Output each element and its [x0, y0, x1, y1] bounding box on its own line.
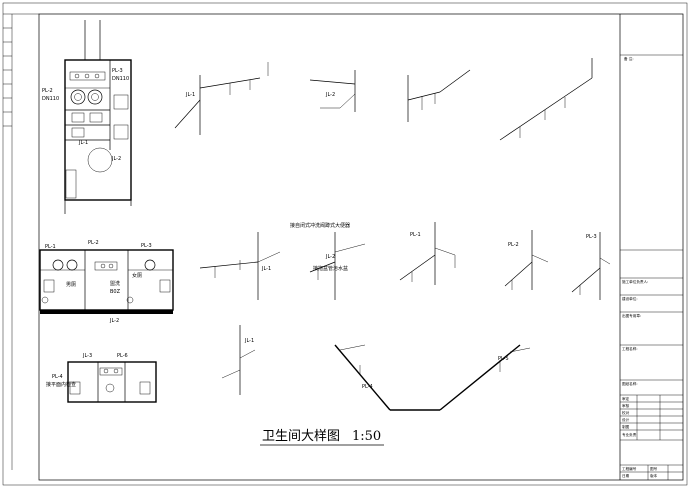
tb-drawing-name: 图纸名称: [622, 381, 638, 386]
drawing-title-text: 卫生间大样图 [262, 429, 340, 444]
iso1-jl2-label: JL-2 [325, 92, 335, 98]
tb-owner: 建设单位: [622, 296, 638, 301]
drawing-title: 卫生间大样图 1:50 [260, 429, 384, 446]
iso3-jl1-label: JL-1 [244, 338, 254, 344]
plan-b-room-women: 女厕 [132, 272, 142, 279]
plan-a-jl2-label: JL-2 [111, 156, 121, 162]
plan-c-pl4-label: PL-4 [52, 374, 63, 380]
isometric-row-3: JL-1 PL-4 PL-5 [221, 325, 531, 411]
iso2-jl1-label: JL-1 [261, 266, 271, 272]
plan-c-jl3-label: JL-3 [82, 353, 92, 359]
drawing-scale: 1:50 [352, 429, 381, 444]
plan-b-floor-drain: B0Z [110, 289, 121, 295]
tb-footer-rev: 版本 [650, 473, 658, 478]
iso2-note-toilet: 接自闭式冲洗阀蹲式大便器 [290, 222, 350, 229]
iso2-pl3-label: PL-3 [586, 234, 597, 240]
iso2-note-mop: 接拖盆管污水盆 [313, 265, 348, 272]
iso2-pl2-label: PL-2 [508, 242, 519, 248]
tb-contractor: 施工单位负责人: [622, 279, 648, 284]
plan-b-pl3-label: PL-3 [141, 243, 152, 249]
iso2-pl1-label: PL-1 [410, 232, 421, 238]
title-block: 备 注: 施工单位负责人: 建设单位: 出图专用章: 工程名称: 图纸名称: 审… [619, 14, 683, 480]
tb-footer-sheet: 图号 [650, 466, 658, 471]
plan-b-room-wash: 盥洗 [110, 280, 120, 287]
plan-b-pl1-label: PL-1 [45, 244, 56, 250]
plan-a-pl2-size: DN110 [42, 96, 59, 102]
isometric-row-2: JL-1 JL-2 接自闭式冲洗阀蹲式大便器 接拖盆管污水盆 PL-1 PL-2… [199, 222, 611, 300]
tb-grid-draft: 制图 [622, 424, 630, 429]
iso1-jl1-label: JL-1 [185, 92, 195, 98]
tb-footer-no: 工程编号 [622, 466, 637, 471]
iso3-pl5-label: PL-5 [498, 356, 509, 362]
plan-c-pl6-label: PL-6 [117, 353, 128, 359]
tb-grid-approve: 审定 [622, 396, 630, 401]
plan-a-pl2-label: PL-2 [42, 88, 53, 94]
plan-a-pl3-label: PL-3 [112, 68, 123, 74]
inner-border [38, 13, 684, 481]
plan-b-pl2-label: PL-2 [88, 240, 99, 246]
tb-grid-review: 审核 [622, 403, 630, 408]
plan-c: JL-3 PL-6 PL-4 接平面内检查 [46, 353, 157, 403]
binding-margin-marks [3, 27, 12, 127]
plan-c-note: 接平面内检查 [46, 381, 76, 388]
tb-footer-date: 日期 [622, 473, 630, 478]
iso2-jl2-label: JL-2 [325, 254, 335, 260]
plan-a-jl1-label: JL-1 [78, 140, 88, 146]
tb-grid-design: 设计 [622, 417, 630, 422]
tb-notes: 备 注: [624, 56, 634, 61]
tb-stamp: 出图专用章: [622, 313, 641, 318]
isometric-row-1: JL-1 JL-2 [174, 58, 593, 141]
plan-a: PL-2 DN110 PL-3 DN110 JL-1 JL-2 [42, 20, 132, 214]
plan-b-jl2-label: JL-2 [109, 318, 119, 324]
tb-project: 工程名称: [622, 346, 638, 351]
iso3-pl4-label: PL-4 [362, 384, 373, 390]
plan-b: PL-1 PL-2 PL-3 JL-2 男厕 盥洗 女厕 B0Z [39, 240, 174, 324]
tb-grid-check: 校对 [622, 410, 630, 415]
plan-b-room-men: 男厕 [66, 282, 76, 288]
tb-grid-lead: 专业负责 [622, 432, 637, 437]
plan-a-pl3-size: DN110 [112, 76, 129, 82]
